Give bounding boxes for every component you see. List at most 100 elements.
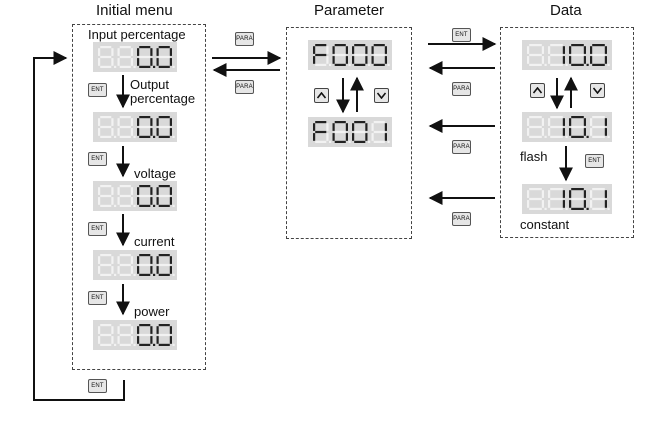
initial-menu-box <box>72 24 206 370</box>
segment-g <box>158 333 170 337</box>
decimal-point <box>133 204 136 207</box>
segment-a <box>592 116 605 119</box>
segment-d <box>158 343 170 346</box>
segment-g <box>315 130 327 134</box>
display-data2-digits <box>527 116 610 138</box>
decimal-point <box>387 63 390 66</box>
decimal-point <box>133 343 136 346</box>
segment-c <box>326 133 329 141</box>
ent-key-4[interactable]: ENT <box>88 291 107 305</box>
segment-b <box>562 190 565 198</box>
up-arrow-icon <box>317 92 326 99</box>
up-key-data[interactable] <box>530 83 545 98</box>
segment-f <box>313 46 316 54</box>
segment-f <box>569 190 572 198</box>
segment-a <box>315 121 327 124</box>
segment-g <box>119 194 131 198</box>
segment-a <box>373 44 385 47</box>
segment-c <box>111 128 114 136</box>
down-key-param[interactable] <box>374 88 389 103</box>
segment-d <box>592 63 605 66</box>
segment-b <box>604 118 607 126</box>
segment-a <box>139 116 151 119</box>
segment-c <box>384 133 387 141</box>
segment-c <box>169 197 172 205</box>
segment-f <box>137 118 140 126</box>
decimal-point <box>153 135 156 138</box>
segment-g <box>550 197 563 201</box>
segment-b <box>130 48 133 56</box>
para-key-5[interactable]: PARA <box>452 212 471 226</box>
ent-key-param[interactable]: ENT <box>452 28 471 42</box>
ent-key-3[interactable]: ENT <box>88 222 107 236</box>
segment-c <box>150 197 153 205</box>
segment-f <box>137 187 140 195</box>
segment-a <box>158 116 170 119</box>
label-flash: flash <box>520 149 548 164</box>
segment-e <box>527 56 530 64</box>
segment-a <box>100 185 112 188</box>
segment-f <box>332 123 335 131</box>
ent-key-2[interactable]: ENT <box>88 152 107 166</box>
ent-key-loop[interactable]: ENT <box>88 379 107 393</box>
para-key-2[interactable]: PARA <box>235 80 254 94</box>
ent-key-1[interactable]: ENT <box>88 83 107 97</box>
segment-d <box>550 207 563 210</box>
segment-a <box>334 44 346 47</box>
segment-d <box>119 273 131 276</box>
segment-c <box>169 128 172 136</box>
segment-g <box>119 263 131 267</box>
segment-f <box>548 118 551 126</box>
segment-a <box>158 185 170 188</box>
data-box <box>500 27 634 238</box>
segment-b <box>111 256 114 264</box>
segment-e <box>117 197 120 205</box>
up-key-param[interactable] <box>314 88 329 103</box>
segment-b <box>345 46 348 54</box>
segment-a <box>592 44 605 47</box>
decimal-point <box>172 343 175 346</box>
segment-b <box>150 48 153 56</box>
para-key-4[interactable]: PARA <box>452 140 471 154</box>
display-power-digits <box>98 324 175 346</box>
display-param2-digits <box>313 121 390 143</box>
down-key-data[interactable] <box>590 83 605 98</box>
segment-g <box>100 125 112 129</box>
segment-e <box>590 200 593 208</box>
data-title: Data <box>550 2 582 19</box>
segment-c <box>384 56 387 64</box>
segment-g <box>571 197 584 201</box>
segment-b <box>326 46 329 54</box>
para-key-3[interactable]: PARA <box>452 82 471 96</box>
segment-e <box>569 128 572 136</box>
decimal-point <box>565 135 568 138</box>
decimal-point <box>153 273 156 276</box>
segment-e <box>332 56 335 64</box>
segment-a <box>373 121 385 124</box>
segment-e <box>371 133 374 141</box>
segment-b <box>111 187 114 195</box>
segment-b <box>365 46 368 54</box>
segment-a <box>139 324 151 327</box>
segment-e <box>98 58 101 66</box>
segment-f <box>156 256 159 264</box>
segment-a <box>529 44 542 47</box>
segment-a <box>571 116 584 119</box>
decimal-point <box>607 63 610 66</box>
segment-a <box>550 116 563 119</box>
segment-f <box>98 48 101 56</box>
segment-b <box>384 46 387 54</box>
segment-f <box>371 46 374 54</box>
segment-g <box>592 197 605 201</box>
para-key-1[interactable]: PARA <box>235 32 254 46</box>
ent-key-data[interactable]: ENT <box>585 154 604 168</box>
decimal-point <box>387 140 390 143</box>
segment-g <box>373 53 385 57</box>
segment-a <box>529 116 542 119</box>
decimal-point <box>348 63 351 66</box>
segment-g <box>354 53 366 57</box>
segment-g <box>158 125 170 129</box>
segment-f <box>527 118 530 126</box>
display-data3 <box>522 184 612 214</box>
decimal-point <box>607 135 610 138</box>
